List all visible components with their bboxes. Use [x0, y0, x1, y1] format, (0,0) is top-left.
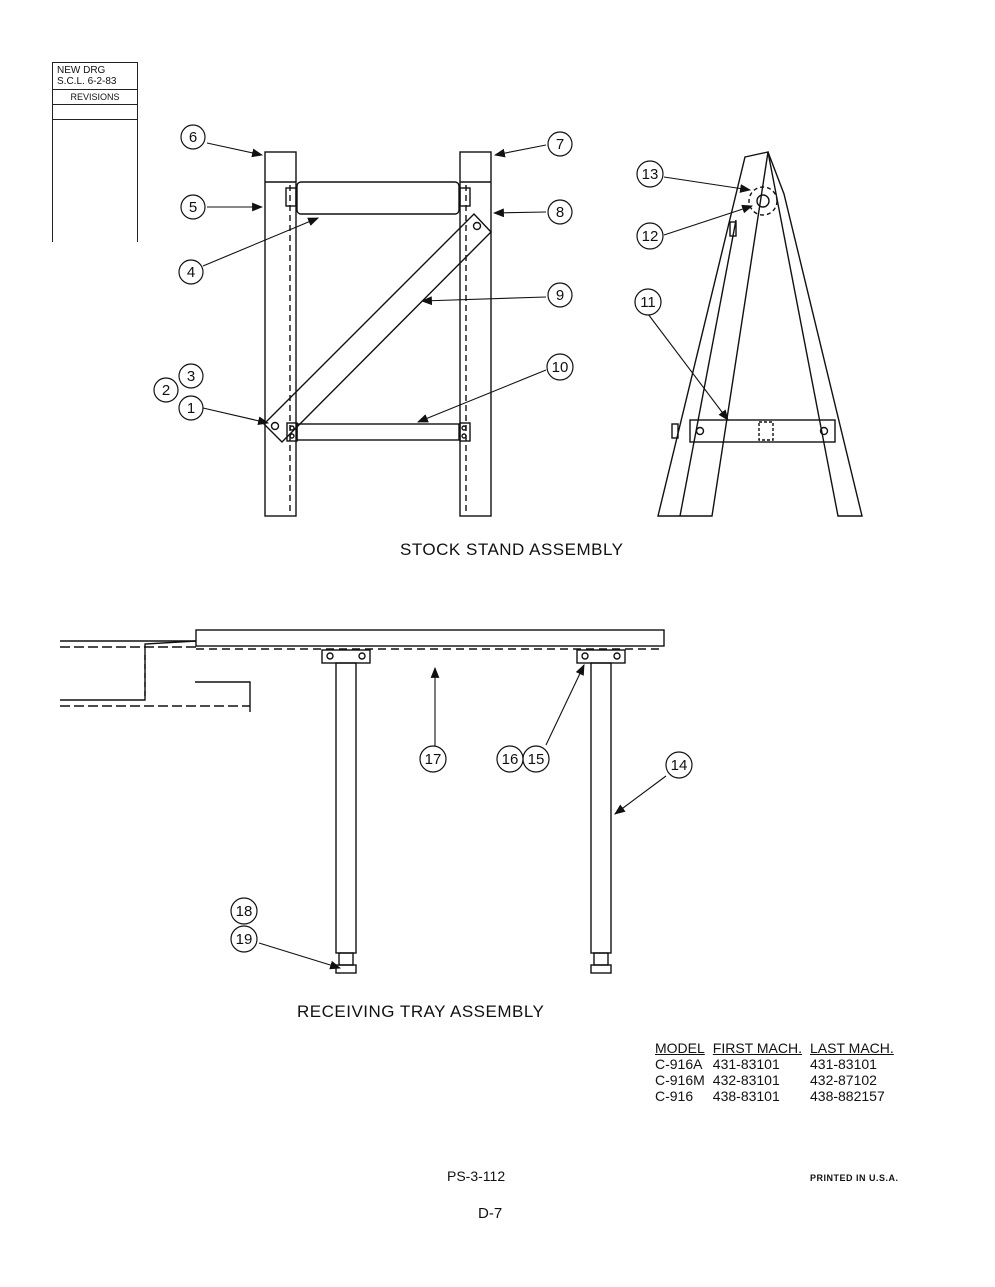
cell-last: 438-882157 — [810, 1088, 885, 1104]
page-number: D-7 — [478, 1205, 503, 1222]
callout-5: 5 — [180, 194, 206, 220]
svg-text:7: 7 — [556, 136, 564, 153]
revision-block: NEW DRG S.C.L. 6-2-83 REVISIONS — [52, 62, 138, 242]
callout-1: 1 — [178, 395, 204, 421]
callout-8: 8 — [547, 199, 573, 225]
svg-text:1: 1 — [187, 400, 195, 417]
svg-text:9: 9 — [556, 287, 564, 304]
revision-line-2: S.C.L. 6-2-83 — [57, 76, 117, 87]
svg-text:6: 6 — [189, 129, 197, 146]
callout-10: 10 — [546, 353, 574, 381]
side-front-leg — [657, 151, 769, 517]
callout-19: 19 — [230, 925, 258, 953]
svg-text:16: 16 — [502, 751, 519, 768]
callout-12: 12 — [636, 222, 664, 250]
left-leg — [335, 662, 357, 954]
callout-9: 9 — [547, 282, 573, 308]
printed-in-usa: PRINTED IN U.S.A. — [810, 1173, 899, 1183]
table-row: C-916 438-83101 438-882157 — [655, 1088, 902, 1104]
svg-text:13: 13 — [642, 166, 659, 183]
svg-text:11: 11 — [640, 294, 656, 311]
header-model: MODEL — [655, 1040, 705, 1056]
cell-last: 432-87102 — [810, 1072, 877, 1088]
callout-3: 3 — [178, 363, 204, 389]
right-post — [459, 151, 492, 517]
callout-15: 15 — [522, 745, 550, 773]
svg-text:10: 10 — [552, 359, 569, 376]
header-first-mach: FIRST MACH. — [712, 1040, 802, 1056]
svg-text:18: 18 — [236, 903, 253, 920]
svg-text:2: 2 — [162, 382, 170, 399]
side-rear-leg — [767, 151, 863, 517]
receiving-tray — [60, 629, 665, 974]
revision-row-blank — [53, 105, 137, 120]
side-crossbar — [689, 419, 836, 443]
callout-4: 4 — [178, 259, 204, 285]
part-number: PS-3-112 — [447, 1168, 506, 1184]
revision-header: NEW DRG S.C.L. 6-2-83 — [53, 63, 137, 90]
diagonal-brace — [263, 212, 492, 443]
top-roller — [296, 181, 460, 215]
callout-17: 17 — [419, 745, 447, 773]
svg-text:5: 5 — [189, 199, 197, 216]
stock-stand-side-view — [657, 151, 863, 517]
svg-text:4: 4 — [187, 264, 195, 281]
revision-line-1: NEW DRG — [57, 65, 106, 76]
cell-first: 438-83101 — [712, 1088, 780, 1104]
callout-14: 14 — [665, 751, 693, 779]
svg-text:19: 19 — [236, 931, 253, 948]
callout-7: 7 — [547, 131, 573, 157]
stock-stand-front-view — [263, 151, 492, 517]
cell-model: C-916A — [655, 1056, 703, 1072]
cell-model: C-916 — [655, 1088, 694, 1104]
callout-13: 13 — [636, 160, 664, 188]
tray-top — [195, 629, 665, 647]
receiving-tray-caption: RECEIVING TRAY ASSEMBLY — [297, 1002, 545, 1021]
cell-last: 431-83101 — [810, 1056, 877, 1072]
callout-11: 11 — [634, 288, 662, 316]
leader-lines — [202, 142, 754, 970]
svg-text:14: 14 — [671, 757, 688, 774]
callout-2: 2 — [153, 377, 179, 403]
table-row: C-916A 431-83101 431-83101 — [655, 1056, 902, 1072]
header-last-mach: LAST MACH. — [810, 1040, 894, 1056]
svg-text:17: 17 — [425, 751, 442, 768]
callout-16: 16 — [496, 745, 524, 773]
svg-text:3: 3 — [187, 368, 195, 385]
right-leg — [590, 662, 612, 954]
svg-text:8: 8 — [556, 204, 564, 221]
callout-6: 6 — [180, 124, 206, 150]
roller-end — [748, 186, 778, 216]
lower-crossbar — [296, 423, 460, 441]
cell-model: C-916M — [655, 1072, 705, 1088]
table-row: C-916M 432-83101 432-87102 — [655, 1072, 902, 1088]
left-post — [264, 151, 297, 517]
svg-text:12: 12 — [642, 228, 659, 245]
left-leg-bracket — [321, 649, 371, 664]
cell-first: 432-83101 — [712, 1072, 780, 1088]
callout-18: 18 — [230, 897, 258, 925]
cell-first: 431-83101 — [712, 1056, 780, 1072]
model-table: MODEL FIRST MACH. LAST MACH. C-916A 431-… — [655, 1040, 902, 1104]
revisions-label: REVISIONS — [53, 90, 137, 105]
stock-stand-caption: STOCK STAND ASSEMBLY — [400, 540, 624, 559]
svg-text:15: 15 — [528, 751, 545, 768]
model-table-header: MODEL FIRST MACH. LAST MACH. — [655, 1040, 902, 1056]
right-leg-bracket — [576, 649, 626, 664]
